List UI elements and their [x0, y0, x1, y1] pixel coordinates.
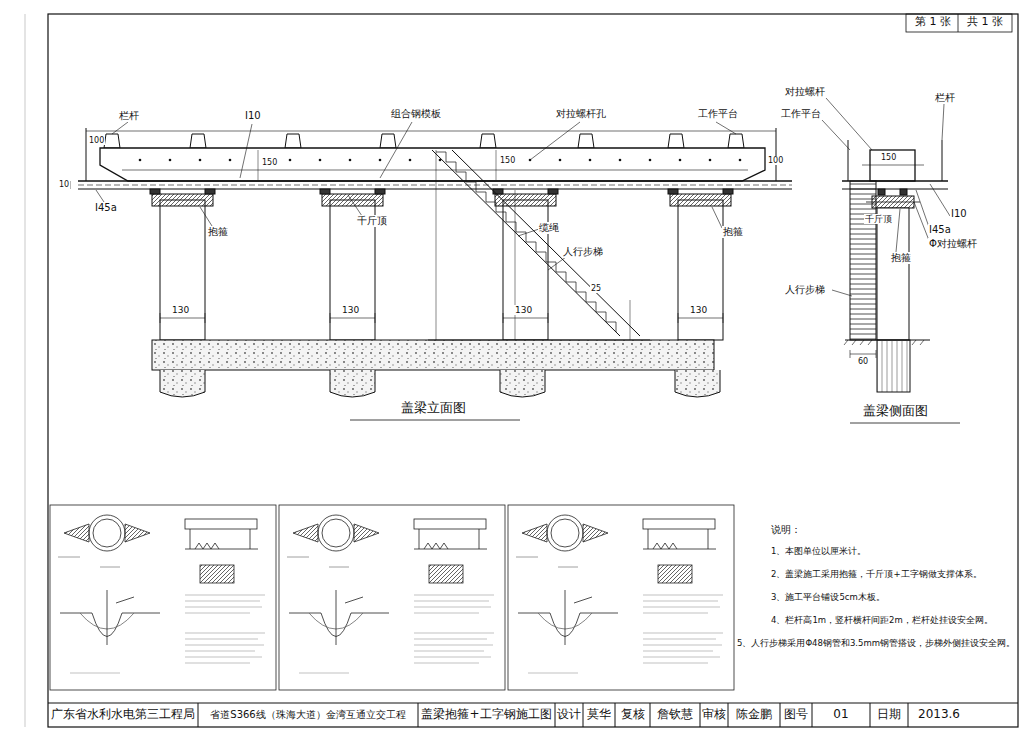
dimension: 130 [341, 305, 360, 315]
part-label: 栏杆 [934, 92, 956, 104]
title-cell: 莫华 [583, 708, 615, 722]
dimension: 100 [88, 136, 105, 145]
dimension: 60 [857, 357, 869, 366]
dimension: 130 [514, 305, 533, 315]
part-label: I45a [928, 224, 952, 236]
title-cell: 盖梁抱箍+工字钢施工图 [418, 708, 555, 722]
dimension: 25 [590, 284, 602, 293]
part-label: I10 [244, 110, 262, 122]
part-label: 对拉螺杆 [784, 86, 826, 98]
title-cell: 广东省水利水电第三工程局 [48, 708, 198, 722]
title-cell: 01 [812, 708, 870, 722]
title-cell: 日期 [870, 708, 908, 722]
sheet-number: 共 1 张 [960, 16, 1010, 29]
dimension: 150 [261, 158, 278, 167]
part-label: 人行步梯 [784, 284, 826, 296]
part-label: 抱箍 [722, 226, 744, 238]
view-title: 盖梁侧面图 [862, 404, 929, 419]
part-label: 工作平台 [697, 108, 739, 120]
title-cell: 审核 [700, 708, 728, 722]
part-label: 人行步梯 [562, 246, 604, 258]
dimension: 10 [58, 180, 70, 189]
title-cell: 詹钦慧 [650, 708, 700, 722]
part-label: 对拉螺杆孔 [555, 108, 607, 120]
part-label: I45a [94, 202, 118, 214]
dimension: 130 [171, 305, 190, 315]
dimension: 100 [767, 156, 784, 165]
part-label: I10 [950, 208, 968, 220]
title-cell: 省道S366线（珠海大道）金湾互通立交工程 [198, 709, 418, 721]
note: 1、本图单位以厘米计。 [770, 547, 867, 557]
dimension: 150 [499, 156, 516, 165]
dimension: 150 [880, 153, 897, 162]
sheet-number: 第 1 张 [908, 16, 958, 29]
part-label: 千斤顶 [356, 215, 388, 227]
note: 3、施工平台铺设5cm木板。 [770, 593, 886, 603]
note: 2、盖梁施工采用抱箍，千斤顶+工字钢做支撑体系。 [770, 570, 983, 580]
view-title: 盖梁立面图 [400, 401, 467, 416]
dimension: 130 [689, 305, 708, 315]
title-cell: 陈金鹏 [728, 708, 780, 722]
note-heading: 说明： [770, 524, 802, 536]
part-label: 抱箍 [890, 252, 912, 264]
part-label: Φ对拉螺杆 [928, 238, 978, 250]
title-cell: 图号 [780, 708, 812, 722]
title-cell: 2013.6 [908, 708, 970, 722]
part-label: 抱箍 [207, 226, 229, 238]
part-label: 缆绳 [538, 222, 560, 234]
part-label: 组合钢模板 [390, 108, 442, 120]
title-cell: 复核 [615, 708, 650, 722]
title-cell: 设计 [555, 708, 583, 722]
part-label: 工作平台 [780, 108, 822, 120]
note: 5、人行步梯采用Φ48钢管和3.5mm钢管搭设，步梯外侧挂设安全网。 [736, 639, 1016, 649]
note: 4、栏杆高1m，竖杆横杆间距2m，栏杆处挂设安全网。 [770, 616, 994, 626]
part-label: 千斤顶 [864, 214, 893, 224]
part-label: 栏杆 [118, 110, 140, 122]
